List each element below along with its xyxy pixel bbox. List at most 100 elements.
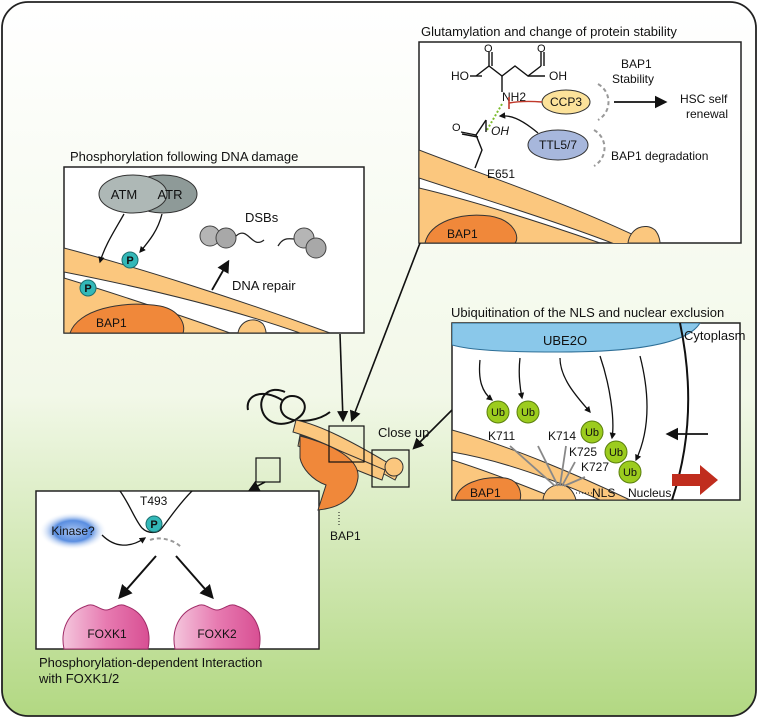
bap1-domain (424, 214, 518, 243)
closeup-box-main (328, 425, 365, 463)
foxk-caption-line2: with FOXK1/2 (38, 671, 119, 686)
bap1-strand-upper (452, 429, 631, 500)
ub-5 (618, 460, 642, 484)
oxygen-bottom: O (452, 122, 461, 134)
dsb-bead-2 (215, 227, 237, 249)
degradation-label: BAP1 degradation (611, 149, 708, 163)
stability-line1: BAP1 (621, 57, 652, 71)
arrow-to-foxk (248, 480, 266, 492)
ube2o-label: UBE2O (543, 333, 587, 348)
svg-text:Ub: Ub (585, 427, 599, 439)
foxk2-protein (173, 604, 261, 650)
atm-arrow (98, 213, 125, 264)
k725-label: K725 (569, 445, 597, 459)
dsb-dna-1 (235, 232, 265, 243)
ub-4 (604, 440, 628, 464)
bap1-domain (69, 303, 185, 333)
arrow-from-glu (349, 242, 421, 423)
ube2o-arrow-4 (599, 355, 617, 440)
dsbs-label: DSBs (245, 210, 279, 225)
foxk2-arrow (175, 555, 214, 600)
binding-arc (149, 537, 183, 549)
ube2o-arrow-3 (559, 357, 591, 413)
ub-3 (580, 420, 604, 444)
nh2-label: NH2 (502, 90, 526, 104)
hsc-line1: HSC self (680, 92, 728, 106)
bap1-light-strand (419, 149, 641, 243)
close-up-label: Close up (378, 425, 429, 440)
oh-right: OH (549, 69, 567, 83)
kinase-glow (39, 512, 107, 550)
ttl-arrow (498, 112, 539, 134)
center-bap1-label: BAP1 (330, 529, 361, 543)
foxk-caption-line1: Phosphorylation-dependent Interaction (39, 655, 262, 670)
closeup-box-foxk (255, 457, 281, 483)
foxk-panel: T493 P Kinase? FOXK1 FOXK2 Phosphorylati… (35, 490, 320, 686)
foxk-phospho (145, 515, 163, 533)
oxygen-left: O (484, 43, 493, 55)
phospho-1-label: P (126, 255, 133, 267)
central-bap1: BAP1 Close up (246, 388, 429, 543)
ub-1 (486, 400, 510, 424)
svg-text:Ub: Ub (491, 407, 505, 419)
ccp3-label: CCP3 (550, 95, 582, 109)
oxygen-right: O (537, 43, 546, 55)
ub-2 (516, 400, 540, 424)
atr-label: ATR (157, 187, 182, 202)
k714-label: K714 (548, 429, 576, 443)
atr-arrow (139, 213, 163, 253)
bap1-knob (627, 226, 661, 243)
kinase-label: Kinase? (51, 524, 95, 538)
svg-text:Ub: Ub (609, 447, 623, 459)
bap1-coil (260, 388, 331, 425)
phospho-1 (121, 251, 139, 269)
foxk2-label: FOXK2 (197, 627, 237, 641)
arrow-from-ub (412, 409, 453, 450)
ttl-label: TTL5/7 (539, 138, 577, 152)
nucleus-label: Nucleus (628, 486, 671, 500)
bap1-core (299, 435, 359, 511)
bap1-knob (237, 319, 267, 333)
bap1-strand-upper (64, 247, 331, 333)
glutamylation-title: Glutamylation and change of protein stab… (421, 24, 677, 39)
connector-arrows (248, 242, 453, 492)
dsb-bead-4 (305, 237, 327, 259)
t493-label: T493 (140, 494, 168, 508)
atm-label: ATM (111, 187, 137, 202)
svg-text:Ub: Ub (521, 407, 535, 419)
foxk1-label: FOXK1 (87, 627, 127, 641)
ube2o-enzyme (452, 323, 701, 353)
e651-label: E651 (487, 167, 515, 181)
oh-bottom: OH (491, 124, 509, 138)
ho-left: HO (451, 69, 469, 83)
ubiquitination-panel: Ubiquitination of the NLS and nuclear ex… (451, 305, 745, 501)
repair-arrow (211, 259, 230, 291)
ube2o-arrow-2 (517, 357, 525, 400)
e651-sidechain (460, 119, 487, 169)
stability-arc (597, 83, 610, 121)
ube2o-arrow-5 (635, 355, 648, 462)
phospho-2 (79, 279, 97, 297)
foxk1-protein (62, 604, 150, 650)
lysine-links (509, 445, 586, 487)
svg-text:Ub: Ub (623, 467, 637, 479)
bap1-c-knob (384, 457, 404, 477)
export-arrow (672, 465, 718, 495)
isopeptide-bond (486, 103, 503, 131)
k711-label: K711 (488, 429, 515, 443)
glutamylation-panel: Glutamylation and change of protein stab… (418, 24, 742, 244)
ttl-enzyme (527, 129, 589, 161)
phospho-2-label: P (84, 283, 91, 295)
degradation-arc (593, 129, 606, 167)
ube2o-arrow-1 (478, 359, 494, 401)
foxk-phospho-label: P (150, 519, 157, 531)
glutamylation-bap1-label: BAP1 (447, 227, 478, 241)
ub-group: Ub Ub Ub Ub Ub (486, 400, 642, 484)
dna-bap1-label: BAP1 (96, 316, 127, 330)
hsc-line2: renewal (686, 107, 728, 121)
ubiquitination-title: Ubiquitination of the NLS and nuclear ex… (451, 305, 724, 320)
closeup-box-nls (371, 449, 410, 488)
k727-label: K727 (581, 460, 609, 474)
